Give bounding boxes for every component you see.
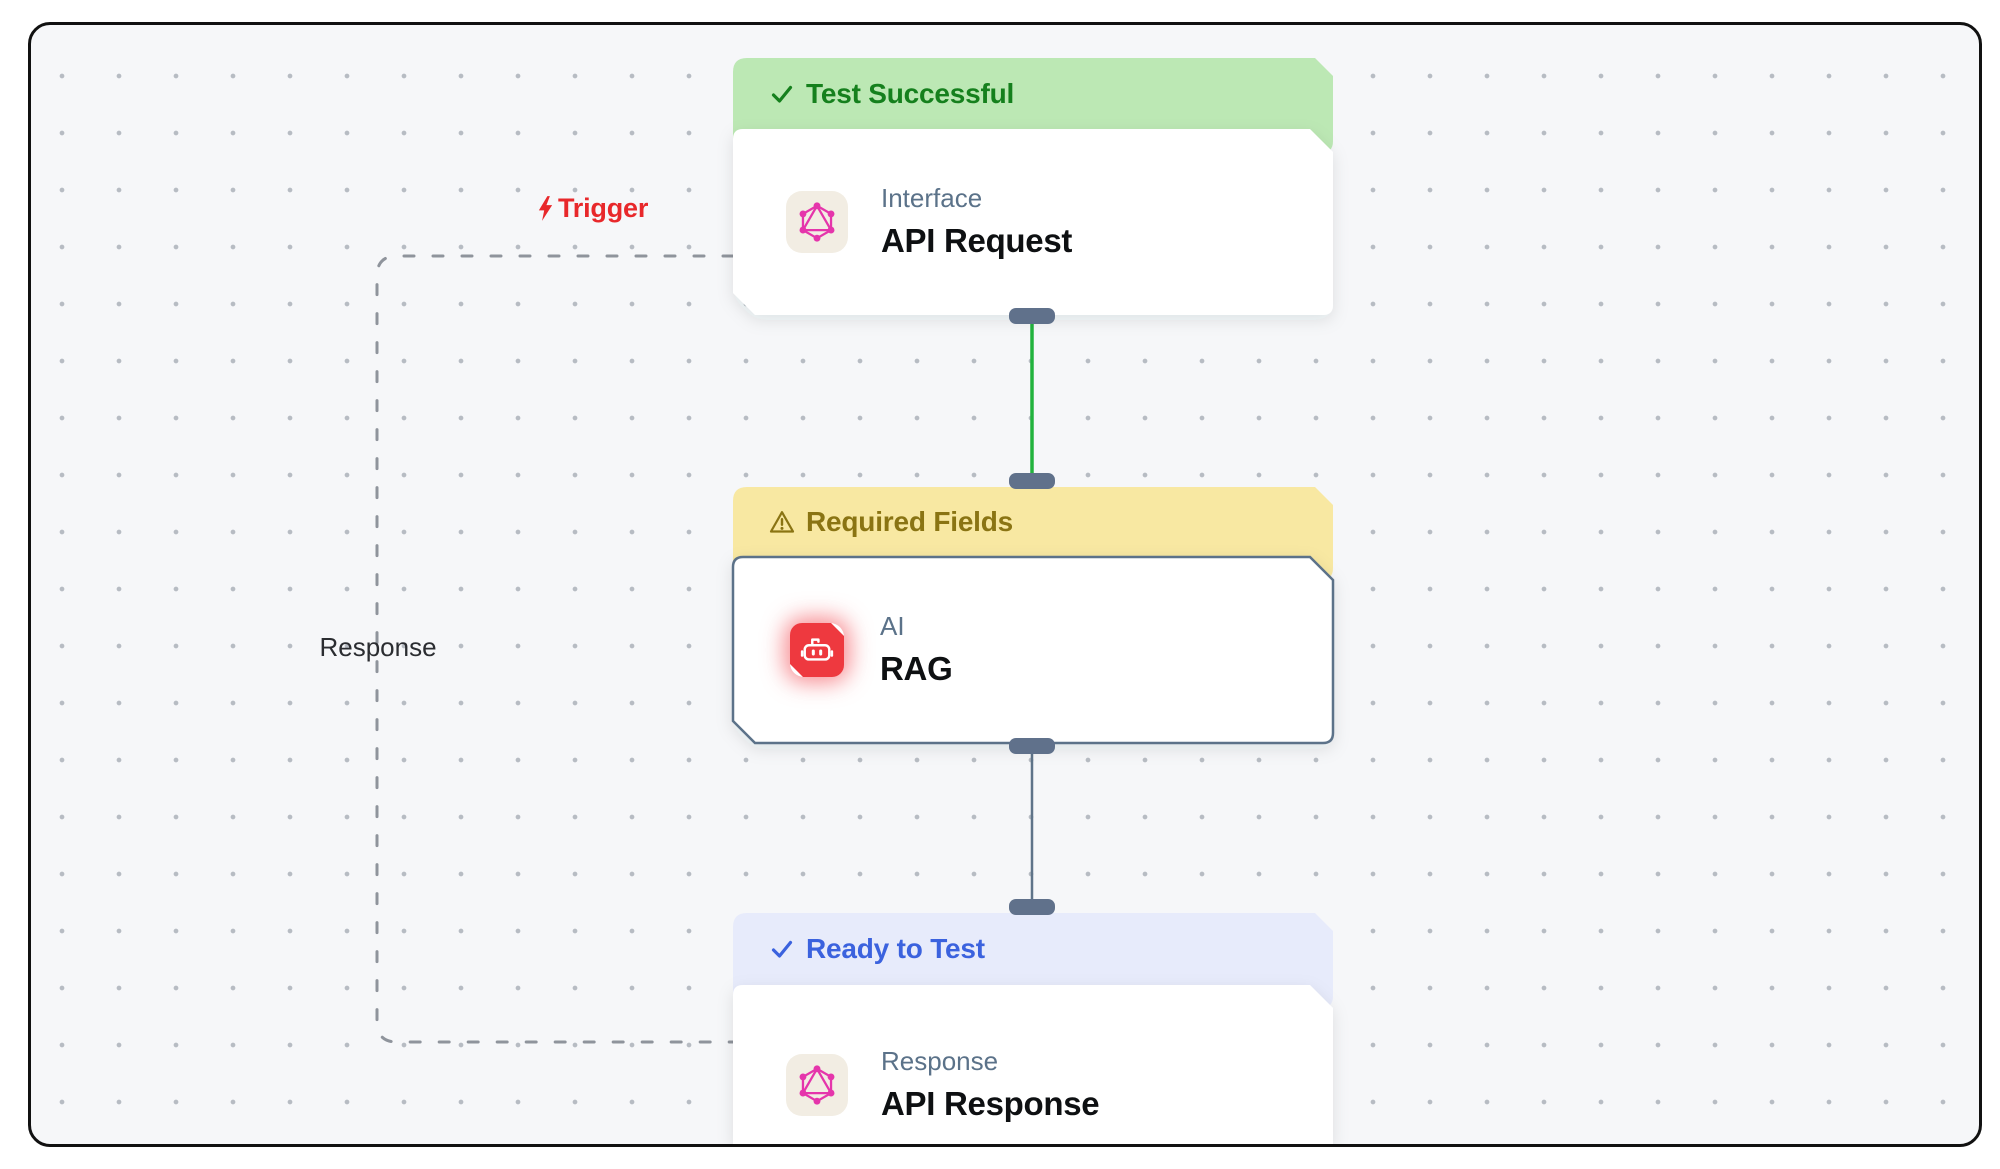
flow-graphics <box>375 58 1335 1144</box>
port-rag-top[interactable] <box>1009 473 1055 489</box>
status-label: Ready to Test <box>806 933 985 964</box>
node-icon-tile <box>790 623 844 677</box>
port-rag-bottom[interactable] <box>1009 738 1055 754</box>
node-rag[interactable]: AI RAG <box>733 557 1333 743</box>
node-apirequest-card-bg[interactable] <box>733 129 1333 315</box>
warning-icon <box>769 511 795 533</box>
port-apirequest-bottom[interactable] <box>1009 308 1055 324</box>
check-icon <box>771 85 793 103</box>
node-title: API Response <box>881 1084 1100 1122</box>
graphql-icon <box>799 1065 835 1105</box>
response-edge-label-text: Response <box>319 632 437 662</box>
node-title: API Request <box>881 221 1073 259</box>
node-icon-tile <box>786 191 848 253</box>
node-apirequest-status[interactable]: Test Successful <box>733 58 1333 129</box>
node-category: AI <box>880 611 905 642</box>
trigger-label: Trigger <box>536 187 648 229</box>
node-rag-card-bg[interactable] <box>731 555 1335 745</box>
robot-icon <box>800 633 834 667</box>
node-apiresponse-status-header-bg[interactable] <box>733 913 1333 1008</box>
node-apiresponse-card-bg[interactable] <box>733 985 1333 1144</box>
node-icon-tile <box>786 1054 848 1116</box>
node-apiresponse[interactable]: Response API Response <box>733 985 1333 1144</box>
node-title: RAG <box>880 649 953 687</box>
lightning-bolt-icon <box>538 195 553 221</box>
trigger-label-text: Trigger <box>558 192 649 223</box>
status-label: Test Successful <box>806 77 1015 109</box>
node-rag-status[interactable]: Required Fields <box>733 487 1333 557</box>
port-apiresponse-top[interactable] <box>1009 899 1055 915</box>
response-edge-label: Response <box>301 632 455 663</box>
flow-canvas[interactable]: Trigger Response Test Successful <box>28 22 1982 1147</box>
node-apiresponse-status[interactable]: Ready to Test <box>733 913 1333 985</box>
status-label: Required Fields <box>806 506 1014 537</box>
edge-response-loop[interactable] <box>375 254 735 1044</box>
node-apirequest[interactable]: Interface API Request <box>733 129 1333 315</box>
node-category: Response <box>881 1046 999 1077</box>
node-category: Interface <box>881 183 983 214</box>
graphql-icon <box>799 202 835 242</box>
check-icon <box>771 940 793 958</box>
